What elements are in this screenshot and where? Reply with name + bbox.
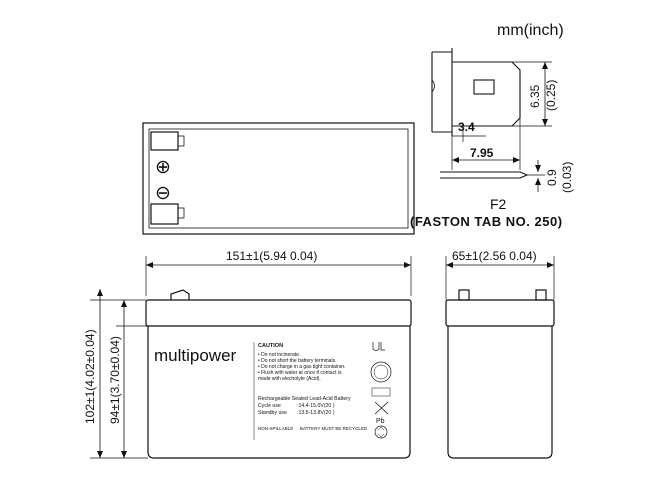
front-view	[90, 256, 412, 459]
plus-icon: ⊕	[155, 157, 171, 178]
front-total-height-dim: 102±1(4.02±0.04)	[83, 329, 97, 424]
standby-use-value: :13.5-13.8V(20 )	[297, 410, 335, 416]
terminal-description: (FASTON TAB NO. 250)	[410, 214, 563, 229]
faston-tab-side	[440, 171, 529, 179]
rohs-badge-icon	[370, 361, 392, 383]
standby-use-label: Standby use	[258, 410, 287, 416]
faston-tab-outline	[451, 48, 521, 136]
recycle-note: BATTERY MUST BE RECYCLED	[300, 426, 368, 431]
ul-mark-icon	[372, 342, 385, 351]
units-label: mm(inch)	[497, 22, 564, 39]
non-spillable-label: NON-SPILLABLE	[258, 426, 293, 431]
cycle-use-label: Cycle use	[258, 403, 281, 409]
terminal-detail	[431, 48, 552, 192]
caution-item-2: • Do not short the battery terminals.	[258, 358, 336, 364]
terminal-height-dim: 6.35	[528, 84, 542, 108]
pb-symbol: Pb	[376, 418, 385, 425]
terminal-offset-dim: 3.4	[458, 120, 475, 134]
crossed-bin-icon	[374, 401, 389, 415]
battery-type: Rechargeable Sealed Lead-Acid Battery	[258, 396, 351, 402]
side-width-dim: 65±1(2.56 0.04)	[452, 249, 537, 263]
side-view	[445, 256, 555, 459]
side-terminal-left	[458, 289, 470, 301]
caution-item-1: • Do not incinerate.	[258, 352, 300, 358]
front-lid	[145, 299, 412, 327]
caution-item-5: made with electrolyte (Acid).	[258, 376, 321, 382]
caution-item-3: • Do not charge in a gas tight container…	[258, 364, 345, 370]
side-terminal-right	[535, 289, 547, 301]
front-width-dim: 151±1(5.94 0.04)	[226, 249, 317, 263]
brand-logo: multipower	[154, 346, 237, 365]
terminal-thickness-inch-dim: (0.03)	[560, 162, 574, 193]
cycle-use-value: :14.4-15.0V(20 )	[297, 403, 335, 409]
ce-mark-icon	[371, 387, 391, 397]
caution-title: CAUTION	[258, 343, 283, 349]
front-case	[147, 326, 411, 459]
side-case	[447, 326, 553, 459]
terminal-length-dim: 7.95	[470, 146, 494, 160]
recycle-icon	[374, 425, 388, 439]
front-case-height-dim: 94±1(3.70±0.04)	[108, 336, 122, 424]
terminal-thickness-dim: 0.9	[545, 169, 559, 186]
caution-item-4: • Flush with water at once if contact is	[258, 370, 342, 376]
faston-tab-hole	[473, 79, 495, 95]
front-terminal	[170, 289, 190, 300]
terminal-code: F2	[490, 196, 507, 212]
top-view-inner	[148, 128, 409, 229]
certification-marks	[370, 342, 392, 439]
top-terminal-upper	[150, 131, 179, 151]
terminal-height-inch-dim: (0.25)	[544, 80, 558, 111]
side-lid	[445, 299, 555, 327]
top-terminal-lower	[150, 203, 179, 225]
top-view-outer	[142, 122, 415, 235]
minus-icon: ⊖	[155, 183, 171, 204]
top-view	[142, 122, 415, 235]
